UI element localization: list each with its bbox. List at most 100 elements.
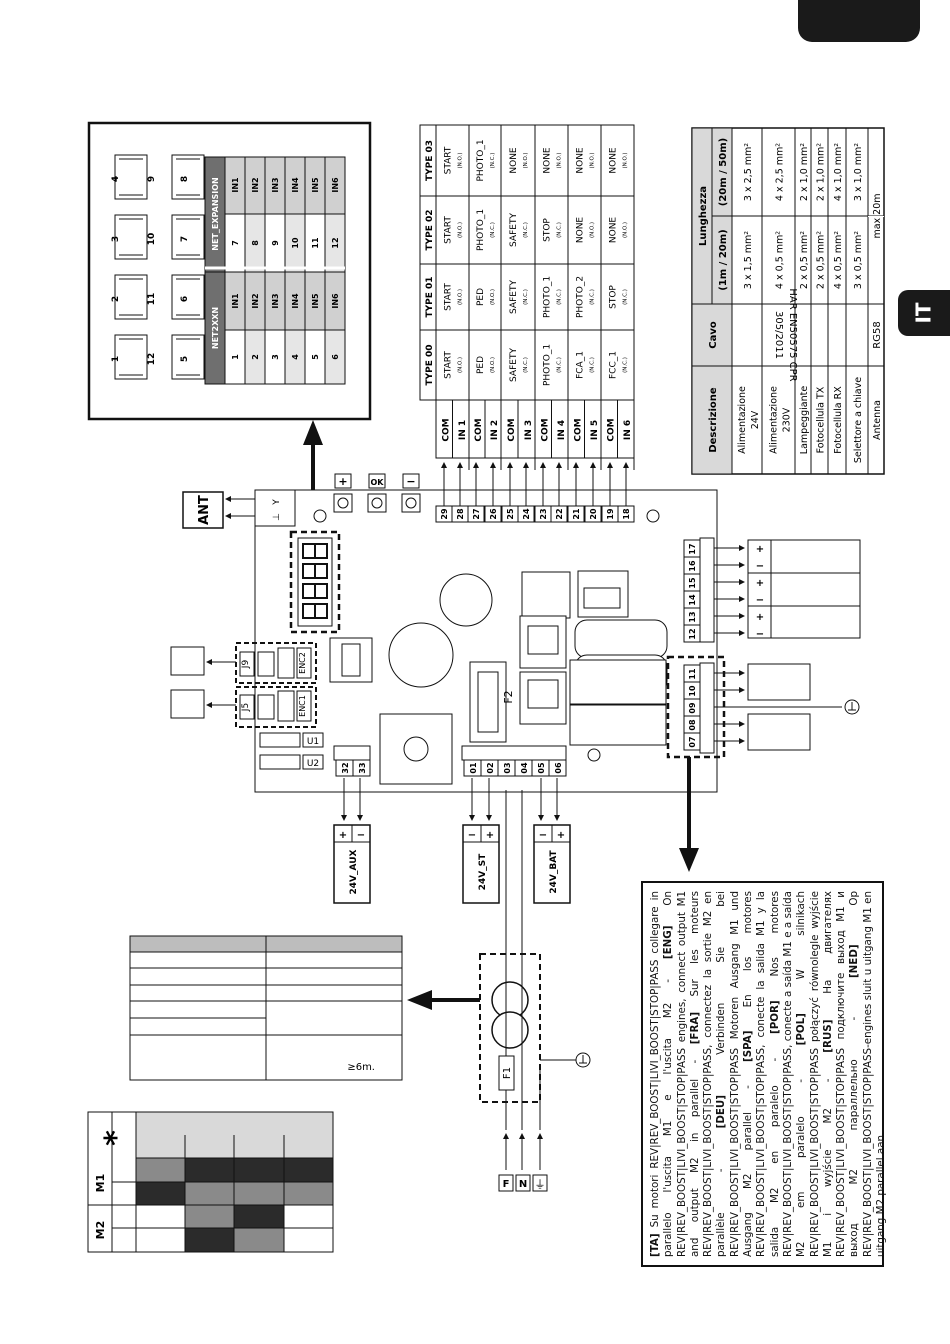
phase-cell <box>233 1157 285 1183</box>
svg-text:Y: Y <box>272 499 282 506</box>
seven-seg-stroke <box>119 338 143 376</box>
terminal-number: 27 <box>472 508 481 519</box>
display-label: 8 <box>180 176 190 182</box>
net-cell-text: IN4 <box>291 293 300 309</box>
enc2-label: ENC2 <box>298 652 307 674</box>
seven-seg-stroke <box>119 158 143 196</box>
motor-connection-note: [TA] Su motori REV|REV_BOOST|LIVI_BOOST|… <box>641 881 887 1267</box>
input-type-cell <box>435 195 470 265</box>
input-type-cell <box>435 124 470 197</box>
polarity-sign: + <box>756 578 764 589</box>
display-label: 5 <box>180 356 190 362</box>
terminal-number: 07 <box>688 736 697 747</box>
net-cell-text: IN1 <box>231 293 240 309</box>
terminal-number: 28 <box>456 508 465 520</box>
cable-header-l2: (20m / 50m) <box>718 138 729 206</box>
display-label: 12 <box>147 353 157 366</box>
input-function-label: NONE <box>576 147 586 174</box>
input-function-label: START <box>444 283 454 311</box>
net-cell <box>324 156 346 215</box>
input-type-cell <box>534 263 569 331</box>
note-language-tag: [POL] <box>795 1013 808 1046</box>
cable-len1: 4 x 0,5 mm² <box>775 231 786 289</box>
input-function-label: PED <box>476 356 486 374</box>
st-24v-box-label: 24V_ST <box>478 853 488 890</box>
input-contact-label: (N.O.) <box>458 289 464 305</box>
input-function-label: START <box>444 351 454 379</box>
input-function-label: SAFETY <box>509 280 519 314</box>
cavo-main-label: HAR EN50575 CPR305/2011 <box>773 288 798 381</box>
phase-cell <box>233 1181 285 1206</box>
input-function-label: START <box>444 216 454 244</box>
input-type-cell <box>468 195 502 265</box>
terminal-number: 08 <box>688 719 697 731</box>
net-cell-text: IN5 <box>311 177 320 193</box>
net-cell-text: 6 <box>331 354 340 360</box>
net-cell-text: 3 <box>271 354 280 360</box>
cable-len2: 3 x 2,5 mm² <box>743 143 754 201</box>
terminal-number: 13 <box>688 611 697 622</box>
terminal-number: 25 <box>506 508 515 520</box>
phase-f-label: F <box>503 1179 510 1190</box>
input-function-label: STOP <box>609 285 619 309</box>
input-function-label: PHOTO_1 <box>543 276 553 318</box>
input-function-label: START <box>444 146 454 174</box>
type-header-label: TYPE 01 <box>425 276 435 317</box>
terminal-housing <box>699 662 715 754</box>
note-language-tag: [POR] <box>768 1000 781 1034</box>
terminal-number: 04 <box>520 762 529 774</box>
phase-cell <box>135 1181 186 1206</box>
motor-wiring-grid: ≥6m. <box>129 935 403 1081</box>
input-contact-label: (N.C.) <box>590 357 596 373</box>
input-contact-label: (N.O.) <box>490 357 496 373</box>
input-type-cell <box>600 195 635 265</box>
input-contact-label: (N.O.) <box>557 152 563 168</box>
cable-header-length: Lunghezza <box>698 186 709 246</box>
input-function-label: PHOTO_2 <box>576 276 586 318</box>
cable-len2: 2 x 1,0 mm² <box>816 143 827 201</box>
input-type-cell <box>567 124 602 197</box>
net-cell-text: 8 <box>251 240 260 246</box>
cable-desc: Alimentazione <box>769 386 780 454</box>
terminal-number: 33 <box>358 762 367 773</box>
net-cell-text: 5 <box>311 354 320 360</box>
terminal-number: 06 <box>554 762 563 774</box>
display-label: 11 <box>147 293 157 306</box>
phase-cell <box>283 1181 334 1206</box>
note-language-tag: [SPA] <box>742 1030 755 1062</box>
input-function-label: NONE <box>609 217 619 244</box>
phase-cell <box>184 1181 235 1206</box>
seven-seg-digit <box>171 274 205 320</box>
input-type-cell <box>500 329 536 401</box>
display-label: 10 <box>147 233 157 246</box>
cavo-line: HAR EN50575 CPR <box>787 288 798 381</box>
polarity-sign: + <box>339 830 347 841</box>
cable-len1: 2 x 0,5 mm² <box>799 231 810 289</box>
seven-seg-stroke <box>176 278 200 316</box>
cable-desc: 230V <box>782 407 793 432</box>
input-function-label: PHOTO_1 <box>543 344 553 386</box>
display-label: 6 <box>180 296 190 302</box>
input-contact-label: (N.C.) <box>590 289 596 305</box>
input-contact-label: (N.C.) <box>557 289 563 305</box>
net2xxn-header: NET2XXN <box>211 307 220 349</box>
input-contact-label: (N.C.) <box>557 222 563 238</box>
phase-cell <box>283 1157 334 1183</box>
input-type-cell <box>600 124 635 197</box>
type-header-label: TYPE 02 <box>425 209 435 250</box>
input-contact-label: (N.C.) <box>557 357 563 373</box>
asterisk-label: * <box>99 1130 134 1146</box>
neutral-n-label: N <box>519 1179 527 1190</box>
display-label: 7 <box>180 236 190 242</box>
input-contact-label: (N.O.) <box>623 222 629 238</box>
net-cell-text: IN2 <box>251 177 260 192</box>
input-function-label: NONE <box>543 147 553 174</box>
display-label: 3 <box>111 236 121 242</box>
polarity-sign: − <box>539 830 547 841</box>
net-cell-text: 1 <box>231 354 240 360</box>
phase-cell <box>184 1157 235 1183</box>
